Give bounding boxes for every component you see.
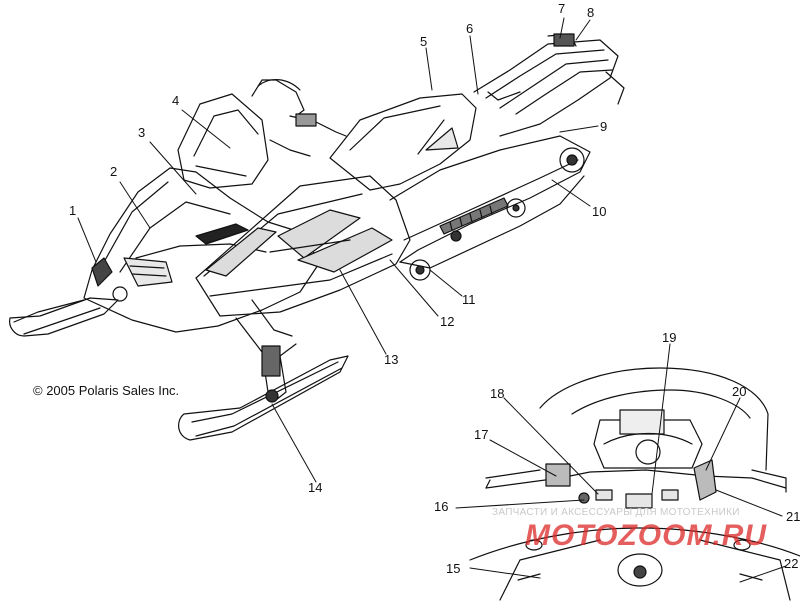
seat <box>329 93 477 191</box>
callout-21: 21 <box>786 509 800 524</box>
callout-16: 16 <box>434 499 449 514</box>
callout-8: 8 <box>587 5 595 20</box>
callout-4: 4 <box>172 93 180 108</box>
right-ski <box>178 355 349 441</box>
callout-3: 3 <box>138 125 146 140</box>
windshield <box>177 93 269 189</box>
callout-1: 1 <box>69 203 77 218</box>
leader-lines-inset <box>455 343 787 583</box>
callout-5: 5 <box>420 34 428 49</box>
copyright-text: © 2005 Polaris Sales Inc. <box>33 383 180 398</box>
left-ski <box>9 297 119 337</box>
callout-6: 6 <box>466 21 474 36</box>
side-panel <box>195 175 411 317</box>
watermark-logo: MOTOZOOM.RU <box>525 519 768 552</box>
callout-10: 10 <box>592 204 607 219</box>
hood <box>83 167 321 333</box>
rear-rack <box>473 33 625 137</box>
callout-2: 2 <box>110 164 118 179</box>
callout-13: 13 <box>384 352 399 367</box>
watermark-text: ЗАПЧАСТИ И АКСЕССУАРЫ ДЛЯ МОТОТЕХНИКИ <box>492 507 740 518</box>
callout-9: 9 <box>600 119 608 134</box>
leader-lines-main <box>77 17 599 483</box>
callout-12: 12 <box>440 314 455 329</box>
callout-22: 22 <box>784 556 799 571</box>
callout-20: 20 <box>732 384 747 399</box>
callout-18: 18 <box>490 386 505 401</box>
callout-11: 11 <box>462 292 476 307</box>
handlebar-main <box>251 79 347 157</box>
front-suspension <box>235 299 297 403</box>
callout-17: 17 <box>474 427 489 442</box>
callout-7: 7 <box>558 1 566 16</box>
tunnel-track <box>389 135 591 281</box>
callout-14: 14 <box>308 480 323 495</box>
callout-15: 15 <box>446 561 461 576</box>
callout-19: 19 <box>662 330 677 345</box>
handlebar-detail <box>469 367 800 601</box>
